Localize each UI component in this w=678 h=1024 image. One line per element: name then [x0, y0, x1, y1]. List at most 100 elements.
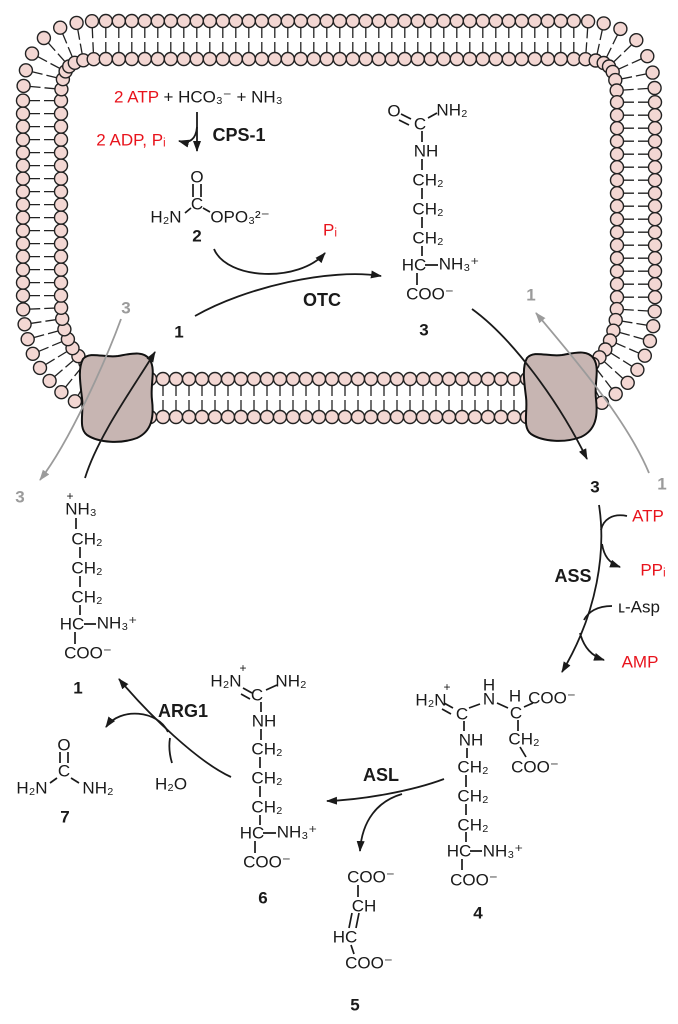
- argsucc-CH2a: CH₂: [457, 757, 489, 777]
- argsucc-H-top: H: [482, 675, 496, 695]
- ornithine-NH3: NH₃⁺: [96, 613, 138, 633]
- carbamoyl-OPO3: OPO₃²⁻: [210, 207, 270, 227]
- arginine-bonds: [240, 684, 278, 853]
- reaction-arrows: [39, 112, 650, 852]
- citrulline-COO: COO⁻: [406, 284, 454, 304]
- fumarate-COO-bot: COO⁻: [345, 953, 393, 973]
- arginine-CH2b: CH₂: [251, 768, 283, 788]
- fumarate-CH: CH: [351, 896, 377, 916]
- arginine-H2N: H₂N: [210, 671, 242, 691]
- arginine-NH3: NH₃⁺: [276, 822, 318, 842]
- citrulline-NH3: NH₃⁺: [438, 254, 480, 274]
- argsucc-COO-mid: COO⁻: [511, 757, 559, 777]
- ass-amp-out-arrow: [579, 632, 605, 661]
- argininosuccinate-bonds: [441, 702, 534, 870]
- gray-3-matrix-label: 3: [121, 298, 131, 318]
- enzyme-ass-label: ASS: [554, 566, 592, 586]
- gray-right-transport-arrow: [535, 312, 650, 474]
- urea-C: C: [57, 761, 71, 781]
- argsucc-C2: C: [509, 703, 523, 723]
- carbamoyl-phosphate-bonds: [184, 184, 211, 214]
- argsucc-COO-top: COO⁻: [528, 688, 576, 708]
- argsucc-C: C: [455, 704, 469, 724]
- ornithine-matrix-number: 1: [174, 322, 184, 342]
- arginine-NH: NH: [251, 711, 277, 731]
- h2o-in-arrow: [168, 737, 173, 764]
- cps1-byproduct-arrow: [178, 126, 198, 148]
- ornithine-number: 1: [73, 678, 83, 698]
- arginine-CH2a: CH₂: [251, 739, 283, 759]
- argsucc-CH2r: CH₂: [508, 729, 540, 749]
- l-asp-label: ʟ-Asp: [618, 597, 660, 617]
- ornithine-CH2b: CH₂: [71, 558, 103, 578]
- fumarate-COO-top: COO⁻: [347, 867, 395, 887]
- citrulline-exported-number: 3: [590, 477, 600, 497]
- argsucc-H2: H: [508, 686, 522, 706]
- arg1-urea-arrow: [105, 712, 169, 733]
- arginine-plus: +: [239, 661, 247, 675]
- amp-label: AMP: [621, 652, 659, 672]
- ornithine-HC: HC: [59, 614, 85, 634]
- citrulline-CH2c: CH₂: [412, 228, 444, 248]
- urea-bonds: [49, 752, 80, 784]
- argsucc-plus: +: [443, 680, 451, 694]
- ass-arrow: [561, 504, 603, 673]
- citrulline-bonds: [398, 112, 438, 285]
- citrulline-number: 3: [419, 320, 429, 340]
- argsucc-NH3: NH₃⁺: [482, 841, 524, 861]
- bicarbonate-ammonia-label: + HCO₃⁻ + NH₃: [158, 87, 283, 107]
- h2o-label: H₂O: [154, 774, 188, 794]
- enzyme-asl-label: ASL: [363, 765, 399, 785]
- ass-ppi-out-arrow: [601, 543, 621, 568]
- ass-atp-in-arrow: [600, 514, 628, 531]
- ornithine-CH2a: CH₂: [71, 529, 103, 549]
- enzyme-otc-label: OTC: [303, 290, 341, 310]
- adp-pi-label: 2 ADP, Pᵢ: [96, 130, 166, 150]
- enzyme-arg1-label: ARG1: [157, 701, 209, 721]
- citrulline-CH2a: CH₂: [412, 170, 444, 190]
- argsucc-HC: HC: [446, 841, 472, 861]
- arginine-HC: HC: [239, 823, 265, 843]
- gray-1-matrix-label: 1: [526, 285, 536, 305]
- argsucc-NH: NH: [458, 730, 484, 750]
- otc-arrow: [194, 270, 382, 317]
- ppi-label: PPᵢ: [640, 560, 666, 580]
- argsucc-COO: COO⁻: [450, 870, 498, 890]
- argsucc-CH2b: CH₂: [457, 786, 489, 806]
- urea-NH2: NH₂: [82, 778, 114, 798]
- fumarate-bonds: [348, 885, 360, 955]
- urea-number: 7: [60, 807, 70, 827]
- citrulline-export-arrow: [471, 308, 588, 460]
- citrulline-O: O: [387, 101, 401, 121]
- argsucc-number: 4: [473, 903, 483, 923]
- fumarate-number: 5: [350, 995, 360, 1015]
- carbamoyl-H2N: H₂N: [150, 207, 182, 227]
- citrulline-C: C: [413, 114, 427, 134]
- arg1-arrow: [118, 678, 232, 778]
- ornithine-NH3-top: NH₃: [65, 499, 97, 519]
- asl-fumarate-arrow: [356, 793, 403, 852]
- atp-label: ATP: [632, 506, 664, 526]
- ornithine-plus: +: [66, 489, 74, 503]
- arginine-number: 6: [258, 888, 268, 908]
- argsucc-N: N: [482, 689, 496, 709]
- arginine-CH2c: CH₂: [251, 797, 283, 817]
- ornithine-COO: COO⁻: [64, 643, 112, 663]
- pi-label: Pᵢ: [322, 220, 338, 240]
- arginine-C: C: [250, 685, 264, 705]
- asl-arrow: [326, 778, 445, 805]
- citrulline-HC: HC: [401, 255, 427, 275]
- cps1-substrates: 2 ATP + HCO₃⁻ + NH₃: [114, 89, 283, 106]
- carbamoyl-O: O: [190, 167, 204, 187]
- citrulline-NH2: NH₂: [436, 100, 468, 120]
- citrulline-CH2b: CH₂: [412, 199, 444, 219]
- membrane-transporter-left: [78, 352, 154, 443]
- ornithine-CH2c: CH₂: [71, 587, 103, 607]
- enzyme-cps1-label: CPS-1: [212, 125, 266, 145]
- citrulline-NH: NH: [413, 141, 439, 161]
- urea-H2N: H₂N: [16, 778, 48, 798]
- bond-lines: [49, 112, 534, 955]
- ornithine-import-arrow: [84, 351, 156, 479]
- gray-3-cytosol-label: 3: [15, 487, 25, 507]
